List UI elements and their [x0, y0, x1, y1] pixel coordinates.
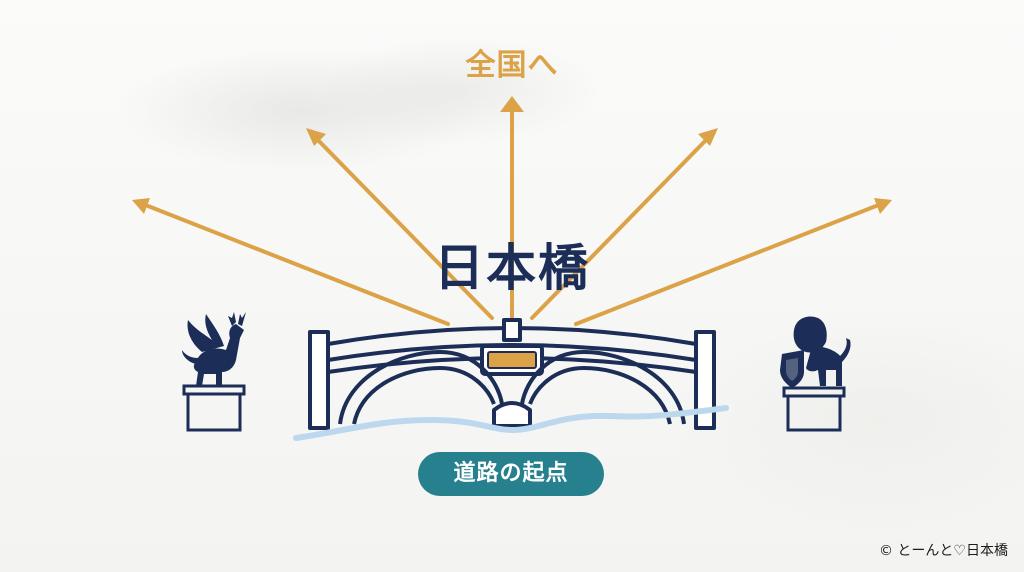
arrow-icon	[306, 128, 494, 320]
bridge-icon	[308, 318, 716, 430]
arrow-icon	[574, 198, 892, 326]
destination-label: 全国へ	[465, 48, 559, 83]
bridge-title: 日本橋	[434, 239, 590, 297]
arrow-icon	[132, 198, 450, 326]
lion-statue-icon	[780, 316, 851, 432]
origin-badge: 道路の起点	[418, 452, 604, 496]
kirin-statue-icon	[182, 312, 246, 432]
credit-text: © とーんと♡日本橋	[878, 543, 1008, 559]
arrow-icon	[530, 128, 718, 320]
water	[293, 405, 729, 441]
arrow-icon	[500, 96, 524, 320]
arrows	[132, 96, 892, 326]
